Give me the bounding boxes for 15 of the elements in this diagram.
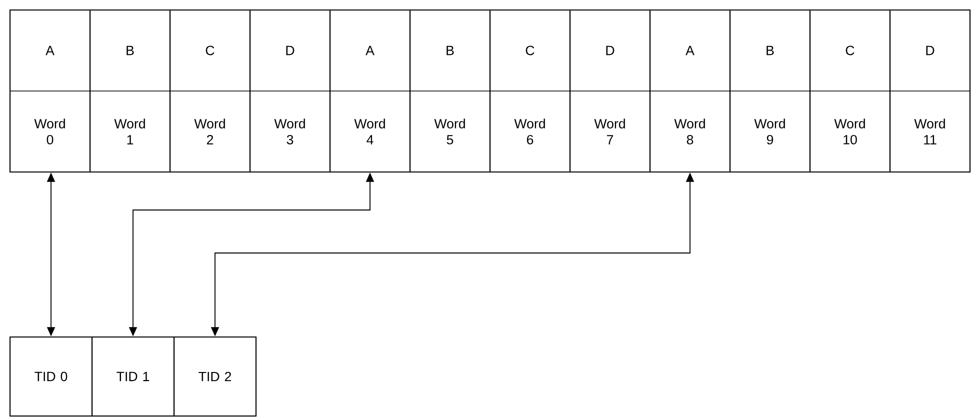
table-column: C Word 6: [489, 9, 571, 173]
table-column: A Word 0: [9, 9, 91, 173]
table-column: D Word 3: [249, 9, 331, 173]
table-cell: TID 2: [173, 336, 257, 417]
table-column: B Word 1: [89, 9, 171, 173]
table-column: A Word 4: [329, 9, 411, 173]
table-cell: TID 0: [9, 336, 93, 417]
table-column: A Word 8: [649, 9, 731, 173]
table-column: C Word 10: [809, 9, 891, 173]
table-column: C Word 2: [169, 9, 251, 173]
table-cell: TID 1: [91, 336, 175, 417]
table-column: D Word 11: [889, 9, 971, 173]
table-column: B Word 5: [409, 9, 491, 173]
table-column: D Word 7: [569, 9, 651, 173]
table-column: B Word 9: [729, 9, 811, 173]
